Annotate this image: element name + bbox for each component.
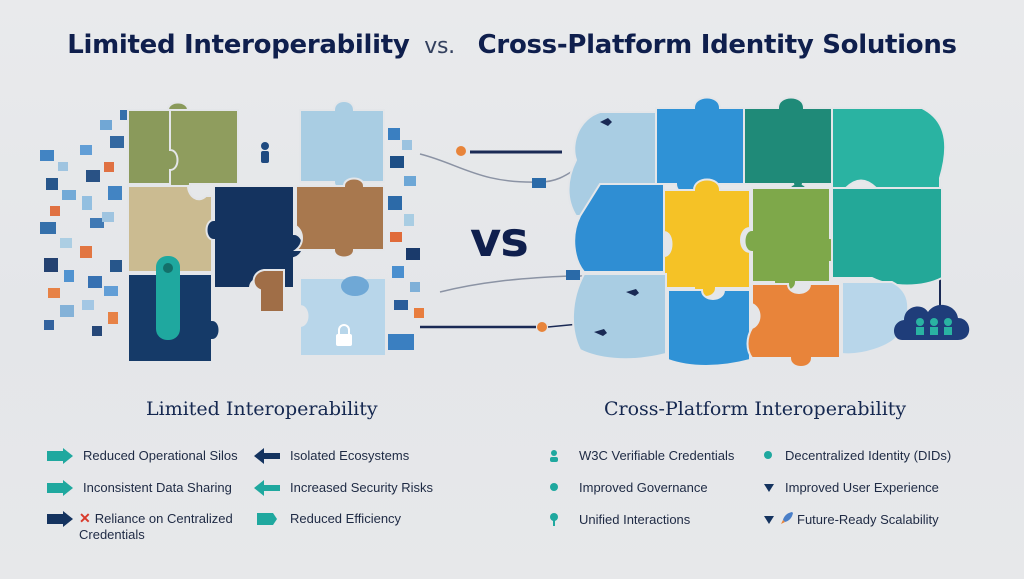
puzzle-piece-lightblue-2: [299, 277, 387, 357]
right-item-3: Improved Governance: [579, 480, 708, 495]
title-right: Cross-Platform Identity Solutions: [477, 30, 957, 60]
person-icon: [764, 451, 772, 459]
dot-icon: [550, 483, 558, 491]
puzzle-piece-light-3: [841, 281, 910, 356]
person-icon: [550, 450, 558, 462]
puzzle-piece-teal-3: [831, 187, 943, 287]
puzzle-piece-light-2: [572, 273, 667, 361]
pin-icon: [550, 513, 558, 526]
left-item-6: Reduced Efficiency: [290, 511, 402, 526]
arrow-right-icon: [47, 511, 73, 527]
cloud-users-icon: [894, 304, 970, 340]
left-item-2: Isolated Ecosystems: [290, 448, 410, 463]
puzzle-piece-green: [743, 187, 840, 292]
triangle-icon: [764, 516, 774, 524]
person-icon: [261, 142, 269, 163]
left-item-3: Inconsistent Data Sharing: [83, 480, 232, 495]
right-puzzle: [567, 96, 947, 368]
puzzle-piece-olive-2: [169, 109, 239, 193]
puzzle-piece-orange: [746, 283, 841, 368]
right-subtitle: Cross-Platform Interoperability: [604, 398, 907, 420]
left-item-5: ✕Reliance on Centralized Credentials: [79, 510, 249, 543]
puzzle-piece-brown-2: [252, 269, 285, 313]
puzzle-piece-blue-3: [667, 289, 751, 367]
arrow-right-icon: [47, 480, 73, 496]
lock-icon: [336, 324, 352, 346]
vs-label: vs: [470, 212, 529, 268]
puzzle-piece-navy-1: [205, 185, 304, 289]
puzzle-piece-teal-2: [831, 107, 947, 189]
tag-icon: [257, 513, 277, 525]
title-vs: vs.: [424, 34, 455, 59]
arrow-right-icon: [47, 448, 73, 464]
orange-node: [537, 322, 547, 332]
teal-lock-bar: [156, 256, 180, 340]
left-subtitle: Limited Interoperability: [146, 398, 378, 420]
plane-icon: [594, 118, 639, 336]
right-item-1: W3C Verifiable Credentials: [579, 448, 735, 463]
arrow-left-icon: [254, 480, 280, 496]
rocket-icon: [781, 512, 793, 524]
left-item-4: Increased Security Risks: [290, 480, 434, 495]
x-icon: ✕: [79, 510, 91, 526]
page-title: Limited Interoperability vs. Cross-Platf…: [0, 30, 1024, 60]
left-item-5-label: Reliance on Centralized Credentials: [79, 511, 233, 542]
puzzle-piece-brown-1: [293, 177, 385, 259]
left-scatter-tiles: [40, 110, 130, 336]
left-right-scatter: [388, 128, 424, 350]
title-left: Limited Interoperability: [67, 30, 410, 60]
right-item-2: Decentralized Identity (DIDs): [785, 448, 952, 463]
left-item-1: Reduced Operational Silos: [83, 448, 238, 463]
arrow-left-icon: [254, 448, 280, 464]
puzzle-piece-yellow: [663, 178, 751, 298]
puzzle-piece-lightblue-1: [299, 100, 385, 191]
orange-node: [456, 146, 466, 156]
right-item-5: Unified Interactions: [579, 512, 691, 527]
right-item-6: Future-Ready Scalability: [797, 512, 939, 527]
triangle-icon: [764, 484, 774, 492]
left-puzzle: [127, 100, 387, 363]
right-item-4: Improved User Experience: [785, 480, 939, 495]
